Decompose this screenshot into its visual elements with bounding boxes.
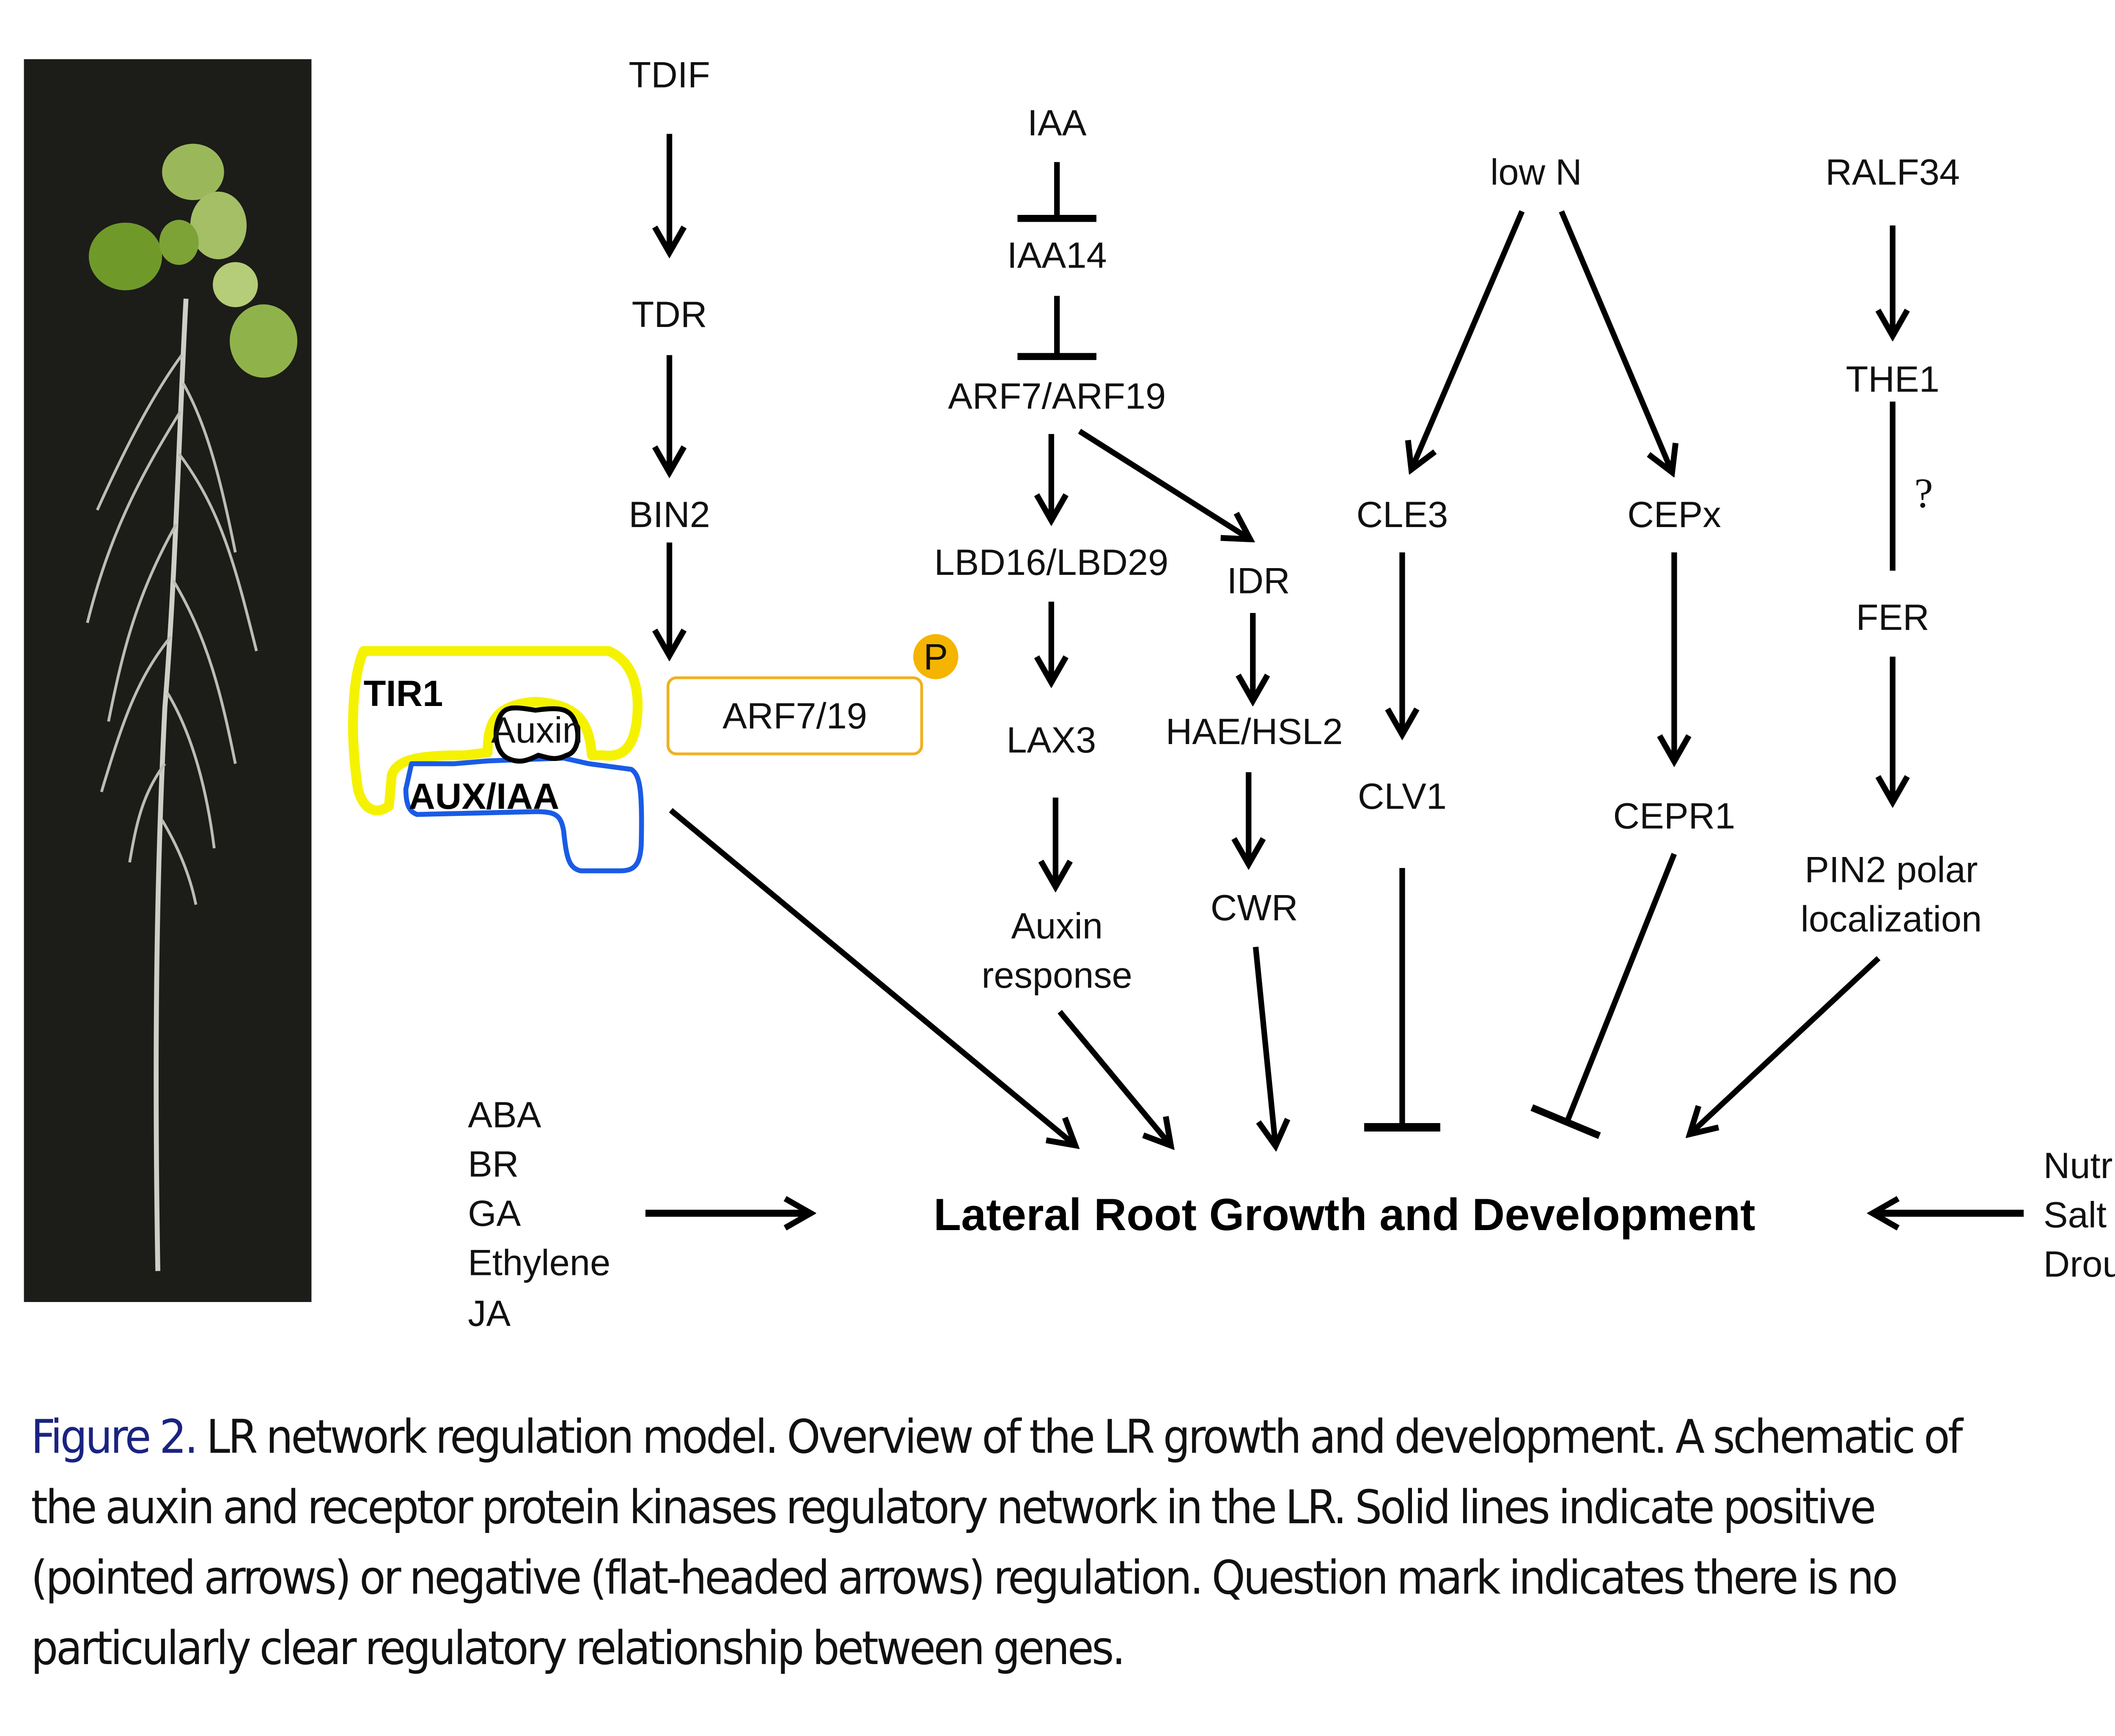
arrow-auxiaa-lr — [669, 808, 1074, 1144]
arrow-lown-cepx — [1559, 210, 1671, 471]
node-aux-iaa: AUX/IAA — [409, 776, 559, 817]
factor-ja: JA — [468, 1294, 511, 1334]
tir1-auxin-complex: TIR1 Auxin AUX/IAA — [348, 646, 644, 873]
inhibit-cepr1-lr — [1564, 853, 1677, 1123]
factor-ethylene: Ethylene — [468, 1243, 610, 1283]
figure-caption: Figure 2. LR network regulation model. O… — [31, 1402, 2015, 1684]
node-cle3: CLE3 — [1357, 494, 1448, 535]
factor-nutrient: Nutrient — [2044, 1145, 2115, 1186]
node-pin2-1: PIN2 polar — [1805, 849, 1978, 890]
arrow-cwr-lr — [1253, 946, 1275, 1144]
node-cepr1: CEPR1 — [1613, 796, 1736, 837]
inhibit-bar — [1530, 1104, 1601, 1139]
node-lax3: LAX3 — [1006, 720, 1096, 761]
node-hae-hsl2: HAE/HSL2 — [1166, 711, 1343, 752]
phospho-label: P — [923, 637, 948, 677]
node-cepx: CEPx — [1627, 494, 1721, 535]
uncertain-question-mark: ? — [1914, 470, 1933, 516]
factor-salt: Salt — [2044, 1195, 2107, 1235]
node-arf7-arf19: ARF7/ARF19 — [948, 376, 1166, 417]
regulatory-network-diagram: TDIF TDR BIN2 TIR1 Auxin AUX/IAA ARF7/19… — [348, 55, 2115, 1334]
caption-text: LR network regulation model. Overview of… — [31, 1409, 1963, 1676]
node-iaa14: IAA14 — [1007, 235, 1107, 276]
right-factors: Nutrient Salt Drought — [2044, 1145, 2115, 1285]
caption-label: Figure 2. — [31, 1409, 198, 1464]
left-factors: ABA BR GA Ethylene JA — [468, 1095, 610, 1334]
arrow-auxin-response-lr — [1058, 1010, 1170, 1144]
arrow-lown-cle3 — [1412, 210, 1525, 468]
node-tir1: TIR1 — [364, 673, 443, 714]
node-fer: FER — [1856, 597, 1929, 638]
node-cwr: CWR — [1211, 887, 1298, 928]
node-clv1: CLV1 — [1358, 776, 1447, 817]
factor-aba: ABA — [468, 1095, 541, 1135]
node-auxin-response-2: response — [982, 955, 1132, 996]
factor-br: BR — [468, 1144, 519, 1185]
node-tdif: TDIF — [629, 55, 710, 96]
arrow-pin2-lr — [1691, 956, 1881, 1133]
arf7-19-box — [666, 676, 923, 755]
node-bin2: BIN2 — [629, 494, 710, 535]
node-tdr: TDR — [632, 294, 707, 335]
node-pin2-2: localization — [1801, 899, 1982, 939]
seedling-photo — [24, 59, 312, 1302]
phospho-badge — [913, 634, 959, 679]
node-ralf34: RALF34 — [1825, 152, 1960, 192]
node-auxin-response-1: Auxin — [1011, 906, 1103, 947]
node-idr: IDR — [1227, 560, 1290, 601]
factor-drought: Drought — [2044, 1244, 2115, 1285]
node-iaa: IAA — [1027, 103, 1087, 143]
node-auxin: Auxin — [491, 710, 583, 751]
node-the1: THE1 — [1846, 359, 1939, 400]
node-low-n: low N — [1490, 152, 1582, 192]
node-arf7-19: ARF7/19 — [722, 696, 867, 736]
tir1-outline — [348, 646, 643, 816]
auxin-outline — [493, 705, 580, 764]
node-lbd16-lbd29: LBD16/LBD29 — [934, 542, 1169, 583]
factor-ga: GA — [468, 1193, 521, 1234]
aux-iaa-outline — [403, 755, 644, 873]
target-lateral-root: Lateral Root Growth and Development — [934, 1189, 1755, 1240]
arrow-arf-idr — [1078, 429, 1249, 538]
